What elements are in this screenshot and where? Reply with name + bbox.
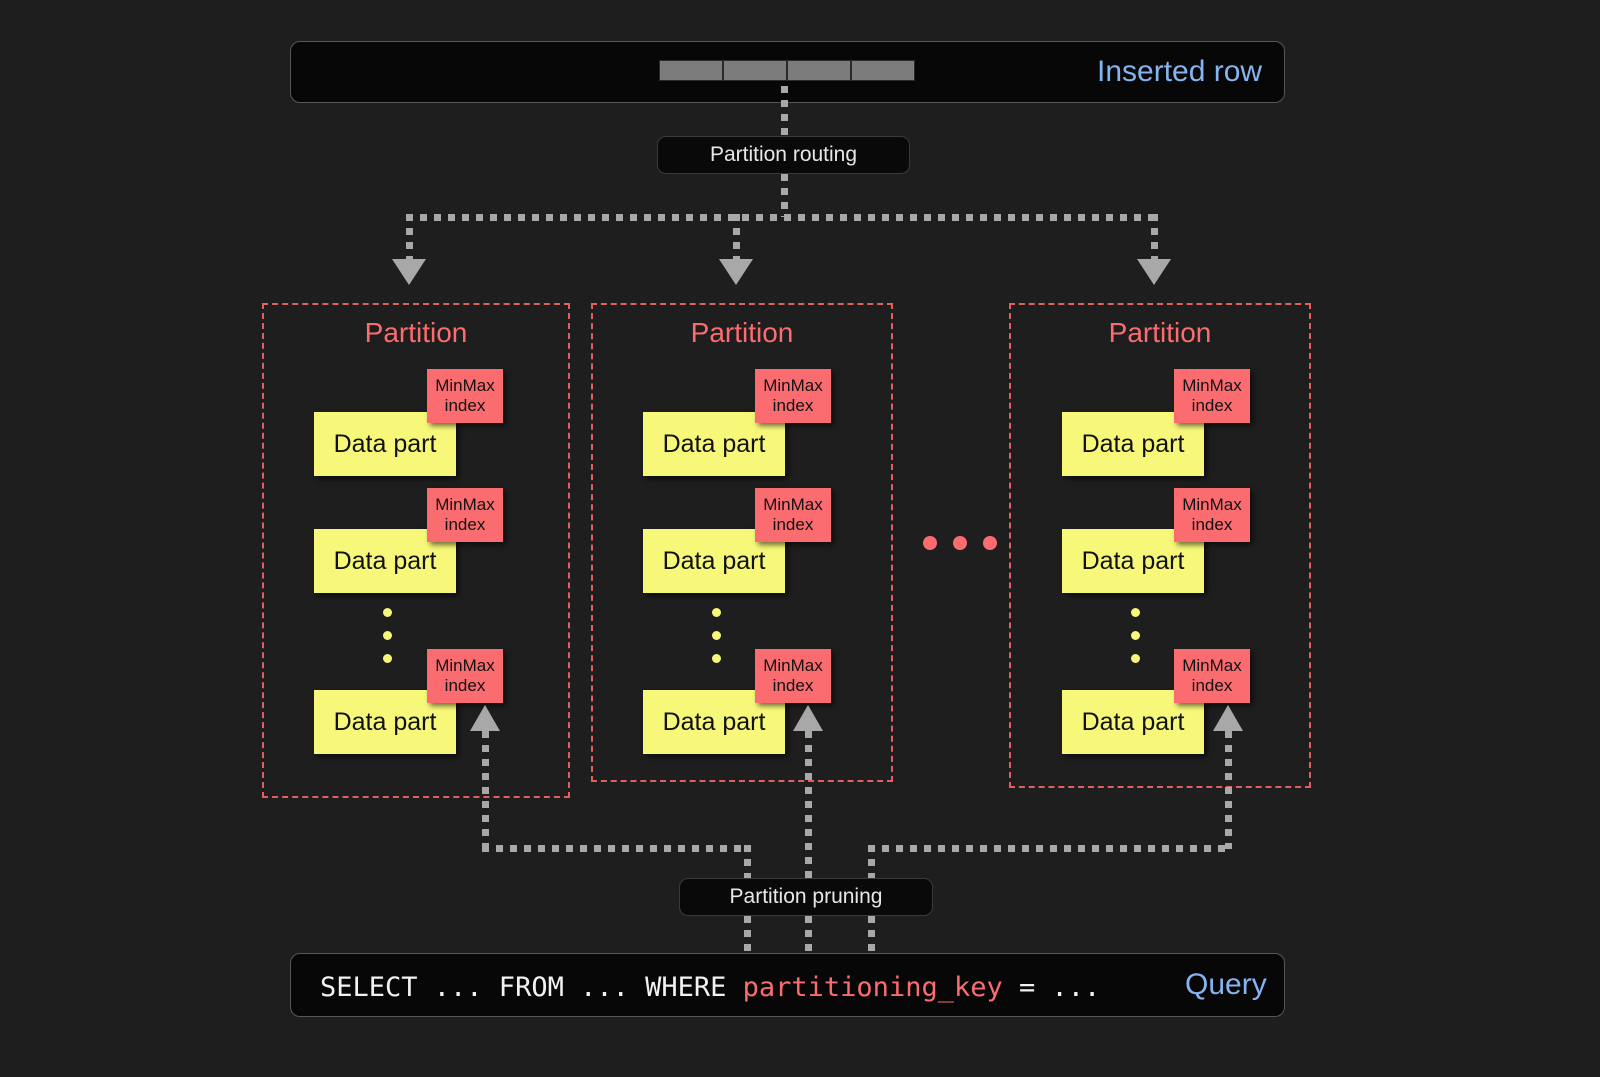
ellipsis-dot xyxy=(712,654,721,663)
row-cell xyxy=(787,60,851,81)
inserted-row-cells xyxy=(659,60,915,81)
connector-prune-drop-left xyxy=(744,845,751,886)
connector-drop-partition-1 xyxy=(406,214,413,261)
row-cell xyxy=(851,60,915,81)
arrow-up-partition-3 xyxy=(1213,705,1243,731)
arrow-up-partition-2 xyxy=(793,705,823,731)
connector-prune-up-2 xyxy=(805,731,812,886)
connector-prune-horizontal-1 xyxy=(482,845,750,852)
ellipsis-dot xyxy=(1131,608,1140,617)
partition-pruning-box[interactable]: Partition pruning xyxy=(679,878,933,916)
query-suffix: = ... xyxy=(1002,972,1101,1003)
query-label: Query xyxy=(1185,968,1267,1001)
partition-title: Partition xyxy=(1108,317,1212,348)
ellipsis-dot xyxy=(383,631,392,640)
connector-pruning-to-query-1 xyxy=(744,916,751,956)
data-part-box[interactable]: Data part xyxy=(314,412,456,476)
inserted-row-label: Inserted row xyxy=(1097,55,1263,88)
ellipsis-dot xyxy=(923,536,937,550)
connector-drop-partition-3 xyxy=(1151,214,1158,261)
connector-pruning-to-query-2 xyxy=(805,916,812,956)
connector-prune-horizontal-3 xyxy=(868,845,1232,852)
connector-drop-partition-2 xyxy=(733,214,740,261)
connector-routing-to-bus xyxy=(781,174,788,217)
row-cell xyxy=(659,60,723,81)
arrow-down-partition-1 xyxy=(392,259,426,285)
partition-box-1[interactable]: Partition xyxy=(262,303,570,798)
ellipsis-dot xyxy=(1131,654,1140,663)
query-bar xyxy=(290,953,1285,1017)
query-prefix: SELECT ... FROM ... WHERE xyxy=(320,972,743,1003)
ellipsis-dot xyxy=(712,608,721,617)
partition-title: Partition xyxy=(364,317,468,348)
row-cell xyxy=(723,60,787,81)
ellipsis-dot xyxy=(983,536,997,550)
ellipsis-dot xyxy=(953,536,967,550)
data-part-box[interactable]: Data part xyxy=(1062,529,1204,593)
partitions-ellipsis xyxy=(923,536,997,550)
ellipsis-dot xyxy=(383,608,392,617)
arrow-down-partition-3 xyxy=(1137,259,1171,285)
ellipsis-dot xyxy=(712,631,721,640)
partition-routing-box[interactable]: Partition routing xyxy=(657,136,910,174)
connector-row-to-routing xyxy=(781,86,788,138)
connector-prune-drop-right xyxy=(868,845,875,886)
partition-title: Partition xyxy=(690,317,794,348)
connector-routing-bus xyxy=(406,214,1158,221)
partition-box-2[interactable]: Partition xyxy=(591,303,893,782)
connector-prune-up-3 xyxy=(1225,731,1232,849)
data-part-ellipsis xyxy=(383,608,392,677)
connector-prune-up-1 xyxy=(482,731,489,849)
partition-box-3[interactable]: Partition xyxy=(1009,303,1311,788)
ellipsis-dot xyxy=(383,654,392,663)
connector-pruning-to-query-3 xyxy=(868,916,875,956)
ellipsis-dot xyxy=(1131,631,1140,640)
query-keyword: partitioning_key xyxy=(742,972,1003,1003)
data-part-ellipsis xyxy=(1131,608,1140,677)
data-part-box[interactable]: Data part xyxy=(1062,690,1204,754)
arrow-down-partition-2 xyxy=(719,259,753,285)
data-part-ellipsis xyxy=(712,608,721,677)
arrow-up-partition-1 xyxy=(470,705,500,731)
query-sql-text: SELECT ... FROM ... WHERE partitioning_k… xyxy=(320,972,1100,1003)
